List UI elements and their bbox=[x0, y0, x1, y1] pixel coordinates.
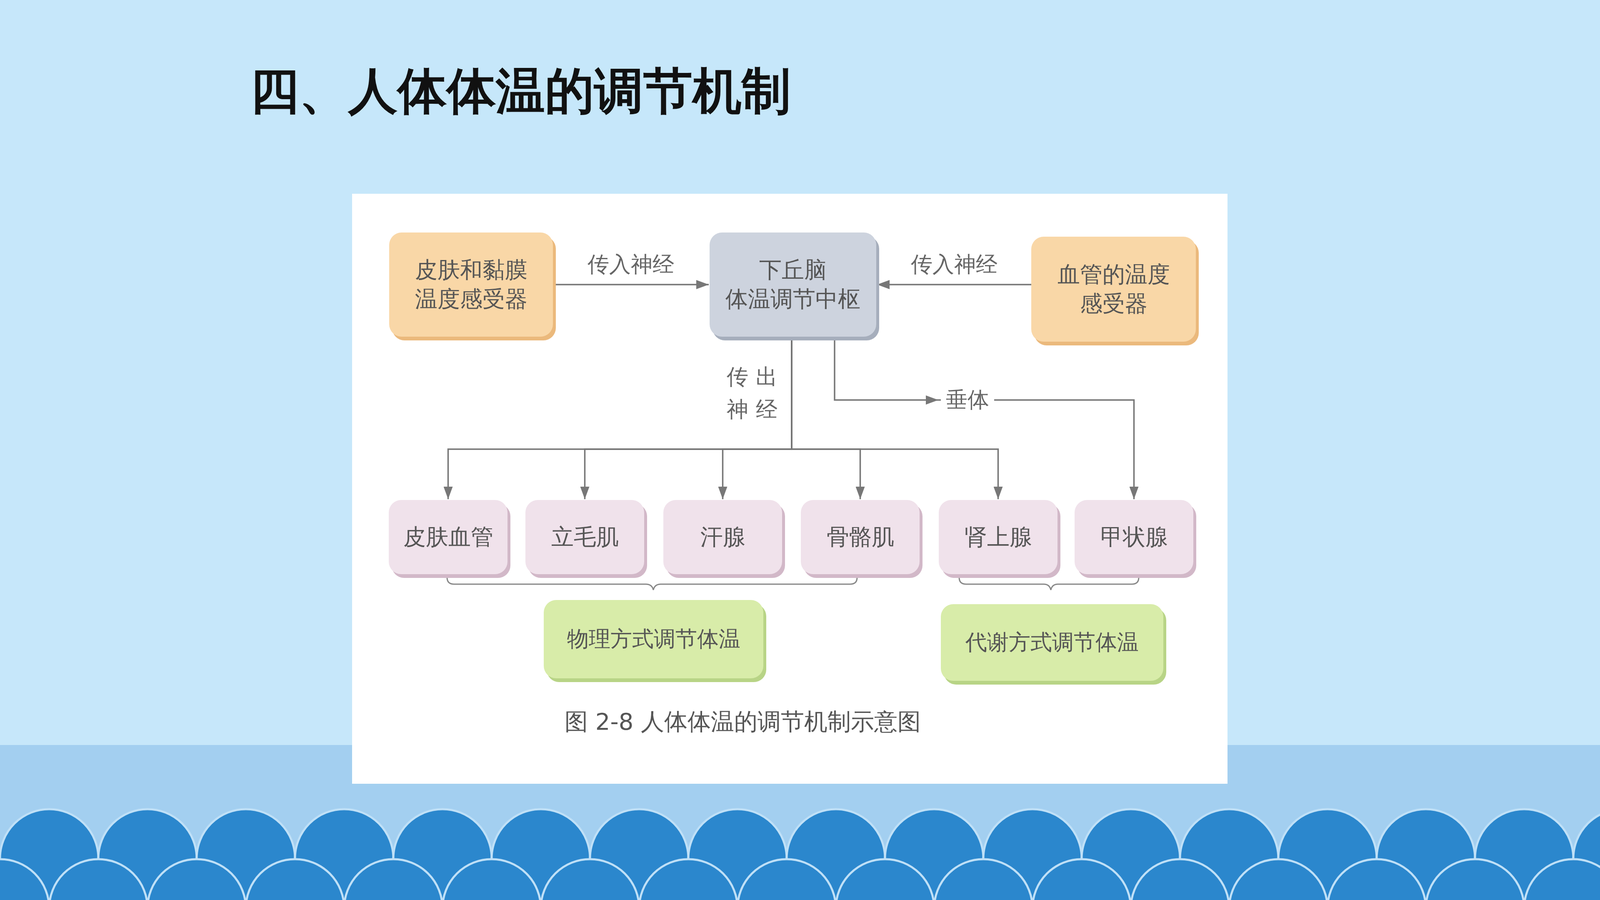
connector-arrow bbox=[722, 336, 793, 500]
wave-decoration bbox=[0, 809, 1600, 900]
connector-arrow bbox=[448, 336, 793, 500]
effector-box: 汗腺 bbox=[663, 500, 783, 575]
effector-box: 立毛肌 bbox=[525, 500, 645, 575]
wave-circle bbox=[737, 859, 836, 900]
figure-panel bbox=[352, 193, 1228, 784]
node-label: 骨骼肌 bbox=[826, 522, 895, 552]
connector-arrow bbox=[834, 336, 1135, 500]
node-label: 皮肤血管 bbox=[403, 522, 494, 552]
edge-label: 传出 神经 bbox=[726, 360, 785, 426]
node-label: 立毛肌 bbox=[551, 522, 619, 552]
group-brace bbox=[447, 577, 858, 590]
connector-arrow bbox=[552, 283, 709, 286]
edge-label: 传入神经 bbox=[910, 250, 998, 279]
wave-circle bbox=[835, 859, 935, 900]
node-label: 下丘脑 体温调节中枢 bbox=[720, 255, 866, 314]
effector-box: 肾上腺 bbox=[938, 500, 1058, 575]
receptor-box: 皮肤和黏膜 温度感受器 bbox=[389, 232, 553, 337]
result-box: 代谢方式调节体温 bbox=[940, 604, 1164, 681]
edge-label: 垂体 bbox=[940, 385, 995, 415]
wave-circle bbox=[344, 859, 443, 900]
connector-arrow bbox=[791, 336, 999, 500]
wave-circle bbox=[0, 859, 50, 900]
connector-arrow bbox=[877, 283, 1032, 286]
wave-circle bbox=[1229, 859, 1328, 900]
slide-title: 四、人体体温的调节机制 bbox=[250, 58, 791, 125]
effector-box: 骨骼肌 bbox=[800, 500, 920, 575]
figure-caption: 图 2-8 人体体温的调节机制示意图 bbox=[564, 706, 921, 738]
connector-arrow bbox=[585, 336, 793, 500]
edge-label: 传入神经 bbox=[587, 250, 675, 279]
wave-circle bbox=[1524, 859, 1600, 900]
node-label: 甲状腺 bbox=[1100, 522, 1168, 552]
mid-arrowhead bbox=[925, 395, 939, 405]
wave-circle bbox=[1425, 859, 1525, 900]
connector-arrow bbox=[791, 336, 861, 500]
node-label: 血管的温度 感受器 bbox=[1042, 260, 1185, 319]
wave-circle bbox=[934, 859, 1033, 900]
center-box: 下丘脑 体温调节中枢 bbox=[709, 232, 877, 337]
node-label: 代谢方式调节体温 bbox=[965, 628, 1139, 657]
wave-circle bbox=[245, 859, 345, 900]
wave-circle bbox=[1327, 859, 1426, 900]
wave-circle bbox=[147, 859, 246, 900]
node-label: 物理方式调节体温 bbox=[567, 625, 741, 654]
wave-circle bbox=[1130, 859, 1230, 900]
group-brace bbox=[959, 577, 1139, 590]
wave-circle bbox=[1032, 859, 1131, 900]
effector-box: 甲状腺 bbox=[1074, 500, 1194, 575]
wave-circle bbox=[49, 859, 148, 900]
receptor-box: 血管的温度 感受器 bbox=[1031, 236, 1196, 342]
wave-circle bbox=[639, 859, 738, 900]
node-label: 肾上腺 bbox=[964, 522, 1033, 552]
result-box: 物理方式调节体温 bbox=[543, 600, 764, 679]
node-label: 汗腺 bbox=[700, 522, 746, 552]
effector-box: 皮肤血管 bbox=[388, 500, 508, 575]
node-label: 皮肤和黏膜 温度感受器 bbox=[400, 255, 543, 314]
wave-circle bbox=[540, 859, 640, 900]
wave-circle bbox=[442, 859, 541, 900]
